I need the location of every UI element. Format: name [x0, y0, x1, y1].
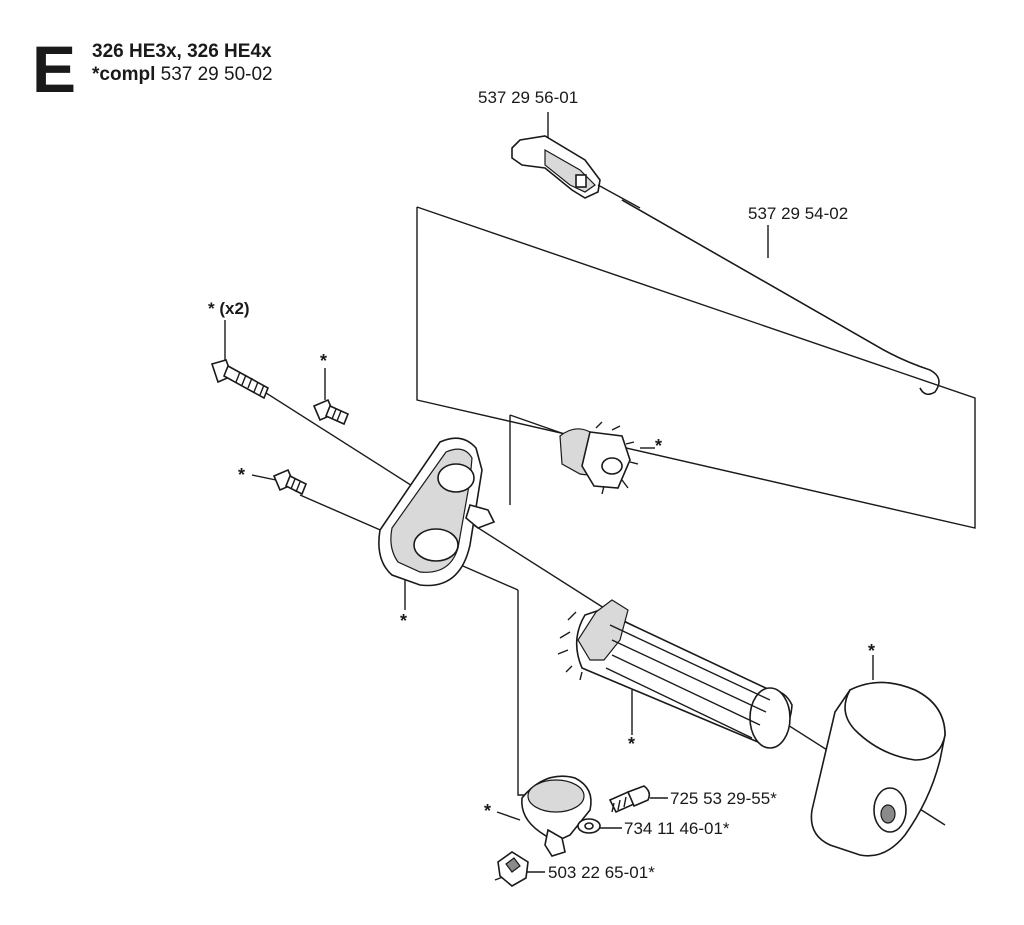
handle-tube-part: [557, 599, 793, 749]
grip-pad-part: [810, 681, 946, 857]
nut-503-part: [497, 851, 529, 887]
washer-734-part: [577, 818, 601, 834]
compl-prefix: *compl: [92, 64, 156, 85]
label-housing: *: [400, 611, 408, 631]
label-throttle-trigger: 537 29 56-01: [478, 88, 579, 107]
label-nut-503: 503 22 65-01*: [548, 863, 655, 882]
label-clamp: *: [484, 801, 492, 821]
small-screw-lower-part: [272, 468, 308, 496]
model-title: 326 HE3x, 326 HE4x: [92, 41, 272, 62]
small-screw-upper-part: [312, 398, 350, 426]
label-washer-734: 734 11 46-01*: [624, 819, 730, 838]
compl-line: *compl 537 29 50-02: [92, 65, 273, 84]
label-throttle-rod: 537 29 54-02: [748, 204, 849, 223]
throttle-trigger-part: [511, 135, 641, 209]
label-screw-x2: * (x2): [208, 299, 250, 318]
throttle-rod-part: [621, 199, 940, 395]
compl-number: 537 29 50-02: [160, 64, 273, 85]
label-gear-small: *: [655, 436, 663, 456]
label-screw-lower: *: [238, 465, 246, 485]
housing-part: [378, 437, 496, 587]
section-letter: E: [32, 32, 77, 106]
label-grip-pad: *: [868, 641, 876, 661]
screw-725-part: [608, 785, 651, 814]
small-gear-part: [559, 421, 639, 495]
clamp-part: [521, 775, 592, 857]
label-handle-tube: *: [628, 734, 636, 754]
label-screw-small: *: [320, 351, 328, 371]
long-screw-part: [210, 359, 270, 400]
label-screw-725: 725 53 29-55*: [670, 789, 777, 808]
